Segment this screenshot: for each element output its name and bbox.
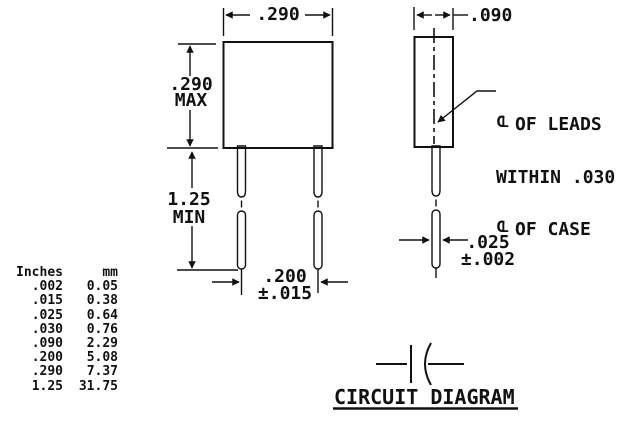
table-header-mm: mm [102,265,118,280]
conversion-table: Inches mm .002 0.05 .015 0.38 .025 0.64 .030 0.… [10,265,118,394]
lead-length-qualifier: MIN [172,207,206,228]
lead-width-value: .025 [466,232,510,253]
front-width-dimension-label: .290 [256,4,300,25]
front-view-outline [222,41,334,149]
table-cell: .030 [31,321,63,337]
table-cell: 7.37 [86,364,118,380]
lead-width-dimension-label: .025±.002 [457,232,519,270]
note-line-2: WITHIN .030 [496,166,616,188]
lead-spacing-tolerance: ±.015 [257,283,313,304]
front-width-dimension-lines [222,8,334,36]
side-width-dimension-lines [413,7,468,30]
height-value: .290 [169,74,213,95]
table-cell: 2.29 [86,336,118,352]
table-cell: 31.75 [78,378,118,394]
lead-length-value: 1.25 [167,189,211,210]
table-cell: 5.08 [86,350,118,366]
lead-width-tolerance: ±.002 [460,249,516,270]
table-cell: .015 [31,293,63,309]
front-height-dimension-lines [167,43,218,149]
capacitor-symbol [376,342,464,386]
table-cell: 1.25 [31,378,63,394]
lead-spacing-dimension-label: .200±.015 [254,266,316,304]
table-cell: .025 [31,307,63,323]
table-cell: .090 [31,336,63,352]
front-view-leads [236,145,323,295]
side-width-dimension-label: .090 [469,5,513,26]
table-cell: 0.76 [86,321,118,337]
table-cell: 0.05 [86,279,118,295]
table-cell: .200 [31,350,63,366]
table-cell: .002 [31,279,63,295]
side-view-lead [431,145,441,278]
note-leader-line [437,90,496,123]
table-header-inches: Inches [16,265,63,280]
table-cell: 0.64 [86,307,118,323]
circuit-diagram-title: CIRCUIT DIAGRAM [334,385,515,409]
lead-spacing-value: .200 [263,266,307,287]
height-qualifier: MAX [174,90,208,111]
lead-length-dimension-lines [177,151,238,271]
table-cell: .290 [31,364,63,380]
table-cell: 0.38 [86,293,118,309]
